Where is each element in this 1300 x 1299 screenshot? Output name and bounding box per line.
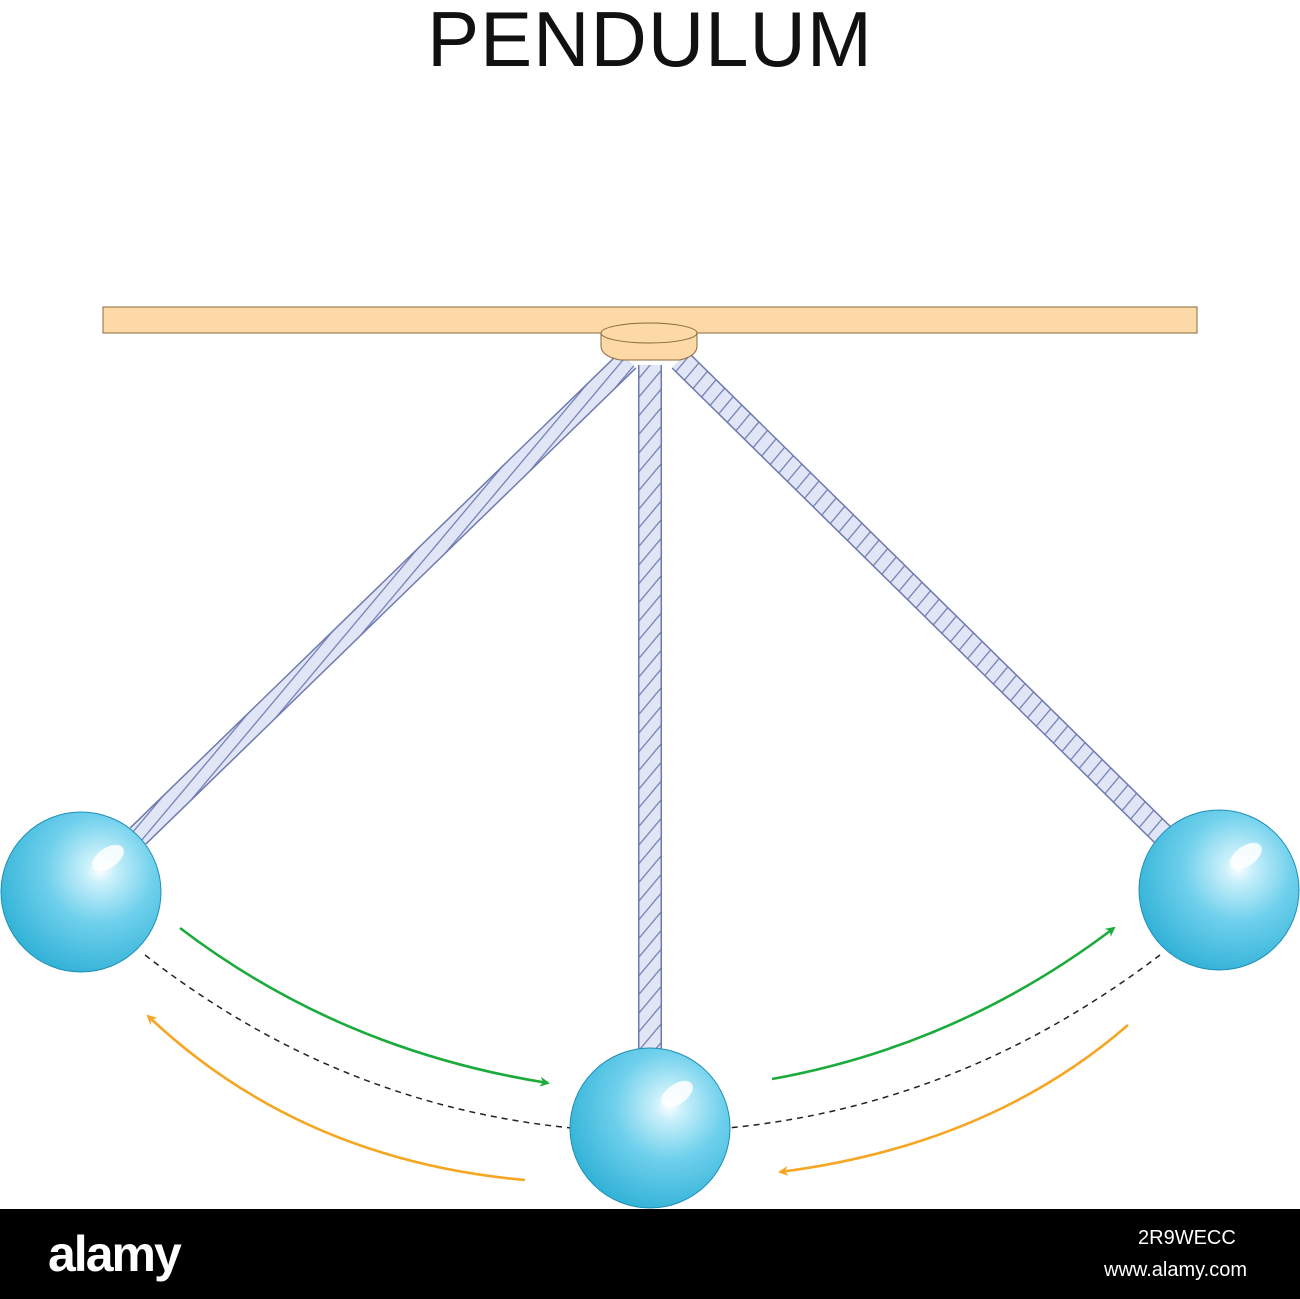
green-arrow-right-icon bbox=[771, 926, 1116, 1081]
bob-center bbox=[569, 1047, 731, 1209]
bob-left bbox=[0, 811, 162, 973]
pivot-mount bbox=[600, 322, 698, 361]
swing-path-dashed bbox=[144, 954, 1161, 1133]
watermark-footer: alamy 2R9WECC www.alamy.com bbox=[0, 1209, 1300, 1299]
alamy-logo: alamy bbox=[48, 1226, 182, 1282]
orange-arrow-right-icon bbox=[778, 1024, 1129, 1176]
pendulum-diagram bbox=[0, 306, 1300, 1209]
orange-arrow-left-icon bbox=[146, 1014, 526, 1182]
rope-right bbox=[671, 351, 1175, 847]
bob-right bbox=[1138, 809, 1300, 971]
rope-left bbox=[129, 351, 637, 845]
image-id: 2R9WECC bbox=[1138, 1227, 1236, 1249]
diagram-title: PENDULUM bbox=[427, 0, 873, 83]
green-arrow-left-icon bbox=[179, 926, 550, 1087]
site-url: www.alamy.com bbox=[1104, 1259, 1247, 1281]
